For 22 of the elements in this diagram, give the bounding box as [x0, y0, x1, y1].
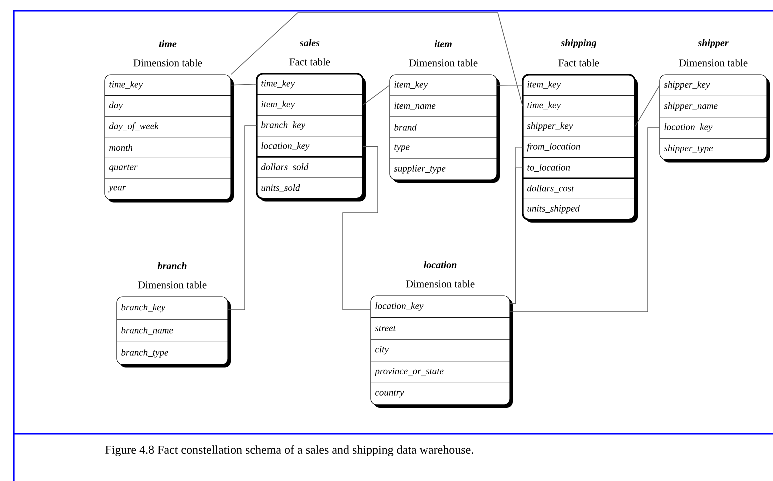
- table-subtitle: Dimension table: [406, 280, 475, 288]
- table-subtitle: Dimension table: [679, 59, 748, 67]
- connector-line: [634, 85, 660, 128]
- table-title: shipping: [561, 39, 597, 49]
- connector-line: [230, 84, 258, 86]
- table-title: branch: [158, 262, 187, 270]
- table-title: sales: [300, 39, 320, 47]
- table-title: shipper: [698, 39, 729, 49]
- connector-line: [496, 85, 524, 86]
- connector-line: [362, 85, 390, 106]
- table-subtitle: Fact table: [290, 58, 330, 66]
- table-title: time: [159, 40, 177, 48]
- table-title: location: [424, 261, 457, 269]
- table-subtitle: Fact table: [558, 59, 600, 67]
- connector-line: [228, 126, 258, 310]
- connector-line: [342, 146, 378, 310]
- table-subtitle: Dimension table: [409, 59, 478, 67]
- table-title: item: [434, 40, 452, 48]
- figure-caption: Figure 4.8 Fact constellation schema of a sales and shipping data warehouse.: [106, 445, 474, 456]
- table-subtitle: Dimension table: [134, 59, 202, 67]
- connector-line: [230, 12, 524, 106]
- table-subtitle: Dimension table: [138, 281, 207, 289]
